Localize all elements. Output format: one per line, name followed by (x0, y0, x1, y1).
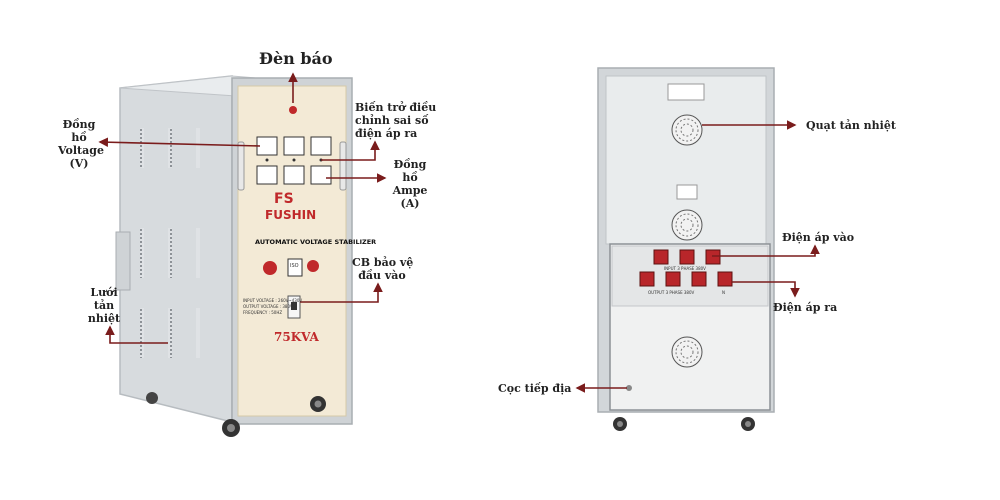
capacity-label: 75KVA (274, 330, 319, 344)
indicator-lamp (289, 106, 297, 114)
front-cabinet (115, 75, 353, 437)
label-luoi-tan-nhiet: Lưới tản nhiệt (87, 286, 121, 325)
input-strip: INPUT 3 PHASE 380V (664, 266, 706, 271)
arrow-luoi (105, 325, 168, 344)
model-title: AUTOMATIC VOLTAGE STABILIZER (255, 238, 377, 246)
neutral-mark: N (722, 290, 725, 295)
caster (146, 392, 158, 404)
arrow-voltage (98, 137, 261, 147)
ampere-meters (256, 165, 332, 185)
arrow-cb (300, 282, 383, 303)
back-cabinet (597, 67, 775, 431)
fan-top (671, 114, 703, 146)
left-handle (237, 141, 245, 191)
label-coc-tiep-dia: Cọc tiếp địa (498, 382, 572, 395)
label-dien-ap-ra: Điện áp ra (773, 301, 838, 314)
label-den-bao: Đèn báo (259, 49, 333, 68)
label-quat-tan-nhiet: Quạt tản nhiệt (806, 119, 896, 132)
output-terminals (639, 271, 733, 287)
voltage-meters (256, 136, 332, 156)
label-dong-ho-ampe: Đồng hồ Ampe (A) (392, 158, 428, 210)
cert-badge: ISO (290, 263, 299, 269)
fan-bottom (671, 336, 703, 368)
arrow-bien-tro (321, 140, 380, 161)
front-panel (237, 85, 347, 417)
label-dien-ap-vao: Điện áp vào (782, 231, 855, 244)
label-cb-bao-ve: CB bảo vệ đầu vào (352, 256, 414, 282)
brand-name: FUSHIN (265, 208, 317, 222)
callout-arrows (98, 72, 820, 393)
right-handle (339, 141, 347, 191)
output-strip: OUTPUT 3 PHASE 380V (648, 290, 695, 295)
side-vent (140, 128, 144, 168)
spec-line: FREQUENCY : 50HZ (243, 310, 283, 315)
fan-middle (671, 209, 703, 241)
label-bien-tro: Biến trở điều chỉnh sai số điện áp ra (355, 101, 437, 140)
spec-line: OUTPUT VOLTAGE : 380V (243, 304, 293, 309)
arrow-dien-ap-vao (712, 244, 820, 257)
ground-stud (626, 385, 632, 391)
input-terminals (653, 249, 721, 265)
spec-line: INPUT VOLTAGE : 260V~430V (243, 298, 303, 303)
arrow-dien-ap-ra (732, 281, 800, 298)
brand-initials: FS (274, 191, 294, 207)
label-dong-ho-voltage: Đồng hồ Voltage (V) (58, 118, 104, 170)
